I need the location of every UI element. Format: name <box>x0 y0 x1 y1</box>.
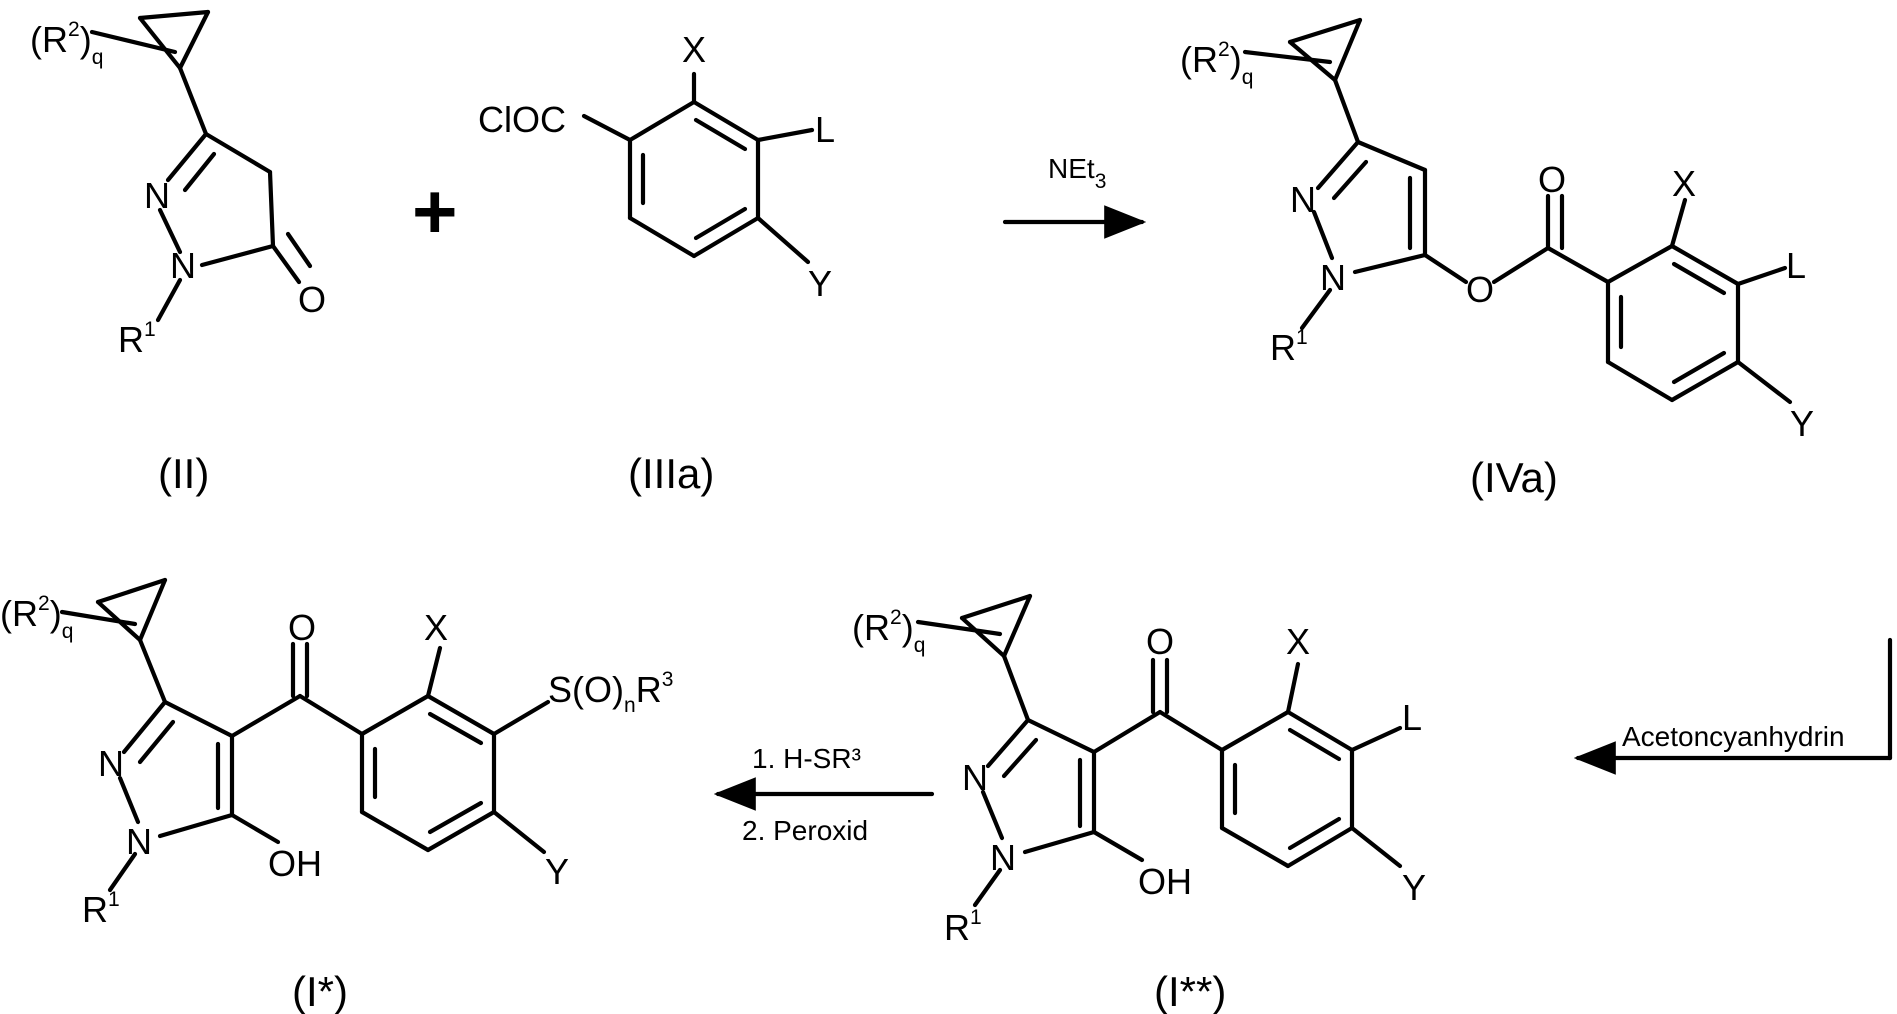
oh-bond <box>232 815 278 842</box>
compound-label: (IIIa) <box>628 450 714 497</box>
benzene-ring <box>1222 712 1352 866</box>
x-label: X <box>1672 163 1696 204</box>
oxo-label: O <box>298 279 326 320</box>
ketone-bond-2 <box>300 696 362 734</box>
carbonyl-o-label: O <box>1146 621 1174 662</box>
x-label: X <box>1286 621 1310 662</box>
reaction-arrow-2: Acetoncyanhydrin <box>1578 640 1890 758</box>
compound-II: (R2)q N N O R1 (II) <box>30 12 326 497</box>
benzene-ring <box>630 102 758 256</box>
reagent-peroxid: 2. Peroxid <box>742 815 868 846</box>
y-label: Y <box>545 851 569 892</box>
n-bottom-label: N <box>990 837 1016 878</box>
compound-label: (I**) <box>1154 968 1226 1014</box>
r2-label: (R2)q <box>0 592 73 643</box>
y-bond <box>494 812 544 852</box>
y-label: Y <box>808 263 832 304</box>
acyl-ring-bond <box>1548 248 1608 282</box>
ester-bond-2 <box>1494 248 1548 282</box>
cyclopropyl-ring <box>962 596 1030 656</box>
s-bond <box>494 702 548 734</box>
carbonyl-o-label: O <box>288 607 316 648</box>
acyl-label: ClOC <box>478 99 566 140</box>
ketone-bond-2 <box>1160 712 1222 750</box>
n-top-label: N <box>1290 179 1316 220</box>
n-bottom-label: N <box>1320 257 1346 298</box>
ester-bond-1 <box>1425 255 1466 282</box>
ketone-bond-1 <box>1094 712 1160 752</box>
reagent-h-sr3: 1. H-SR³ <box>752 743 861 774</box>
n-r1-bond <box>158 280 180 320</box>
ring-to-pyrazole-bond <box>1335 80 1358 142</box>
compound-label: (IVa) <box>1470 454 1558 501</box>
oh-label: OH <box>1138 861 1192 902</box>
reaction-arrow-3: 1. H-SR³ 2. Peroxid <box>718 743 932 846</box>
pyrazole-ring <box>120 702 232 836</box>
y-bond <box>1738 362 1790 402</box>
x-label: X <box>424 607 448 648</box>
pyrazole-ring <box>983 720 1094 852</box>
l-label: L <box>1786 245 1806 286</box>
n-top-label: N <box>962 757 988 798</box>
r2-label: (R2)q <box>852 606 925 657</box>
compound-I-double-star: (R2)q N N O OH X L Y R1 (I**) <box>852 596 1426 1014</box>
y-label: Y <box>1402 867 1426 908</box>
r1-label: R1 <box>944 906 982 948</box>
l-bond <box>1738 268 1785 284</box>
carbonyl-o-label: O <box>1538 159 1566 200</box>
x-bond <box>428 648 440 696</box>
x-bond <box>1288 664 1298 712</box>
benzene-ring <box>1608 246 1738 400</box>
x-label: X <box>682 29 706 70</box>
acyl-bond <box>584 116 630 140</box>
pyrazole-ring <box>1314 142 1425 272</box>
n-bottom-label: N <box>170 245 196 286</box>
r1-label: R1 <box>118 318 156 360</box>
l-bond <box>1352 728 1400 750</box>
r1-label: R1 <box>82 888 120 930</box>
r2-bond <box>1245 52 1330 62</box>
ester-o-label: O <box>1466 269 1494 310</box>
carbonyl-bond-2 <box>288 234 310 266</box>
r2-label: (R2)q <box>1180 38 1253 89</box>
compound-IVa: (R2)q N N O O X L Y R1 (IVa) <box>1180 20 1814 501</box>
y-bond <box>1352 828 1400 866</box>
benzene-ring <box>362 696 494 850</box>
cyclopropyl-ring <box>1290 20 1360 80</box>
l-bond <box>758 130 812 140</box>
oh-label: OH <box>268 843 322 884</box>
ring-to-pyrazole-bond <box>1004 656 1028 720</box>
reaction-arrow-1: NEt3 <box>1005 153 1142 222</box>
y-bond <box>758 218 808 262</box>
r2-bond <box>918 622 1000 634</box>
carbonyl-bond <box>273 246 299 282</box>
compound-label: (II) <box>158 450 209 497</box>
x-bond <box>1672 200 1685 246</box>
l-label: L <box>1402 697 1422 738</box>
compound-I-star: (R2)q N N O OH X S(O)nR3 Y R1 (I*) <box>0 580 673 1014</box>
compound-label: (I*) <box>292 968 348 1014</box>
reagent-net3: NEt3 <box>1048 153 1106 193</box>
cyclopropyl-ring <box>140 12 208 68</box>
n-bottom-label: N <box>126 821 152 862</box>
r1-label: R1 <box>1270 326 1308 368</box>
n-top-label: N <box>98 743 124 784</box>
ring-to-pyrazoline-bond <box>180 68 206 134</box>
plus-sign: + <box>412 167 458 255</box>
oh-bond <box>1094 832 1142 860</box>
r2-label: (R2)q <box>30 18 103 69</box>
s-group-label: S(O)nR3 <box>548 668 673 717</box>
l-label: L <box>815 109 835 150</box>
compound-IIIa: ClOC X L Y (IIIa) <box>478 29 835 497</box>
n-top-label: N <box>144 175 170 216</box>
ring-to-pyrazole-bond <box>140 640 165 702</box>
reagent-acetoncyanhydrin: Acetoncyanhydrin <box>1622 721 1845 752</box>
y-label: Y <box>1790 403 1814 444</box>
ketone-bond-1 <box>232 696 300 736</box>
r2-bond <box>92 32 175 52</box>
cyclopropyl-ring <box>98 580 165 640</box>
